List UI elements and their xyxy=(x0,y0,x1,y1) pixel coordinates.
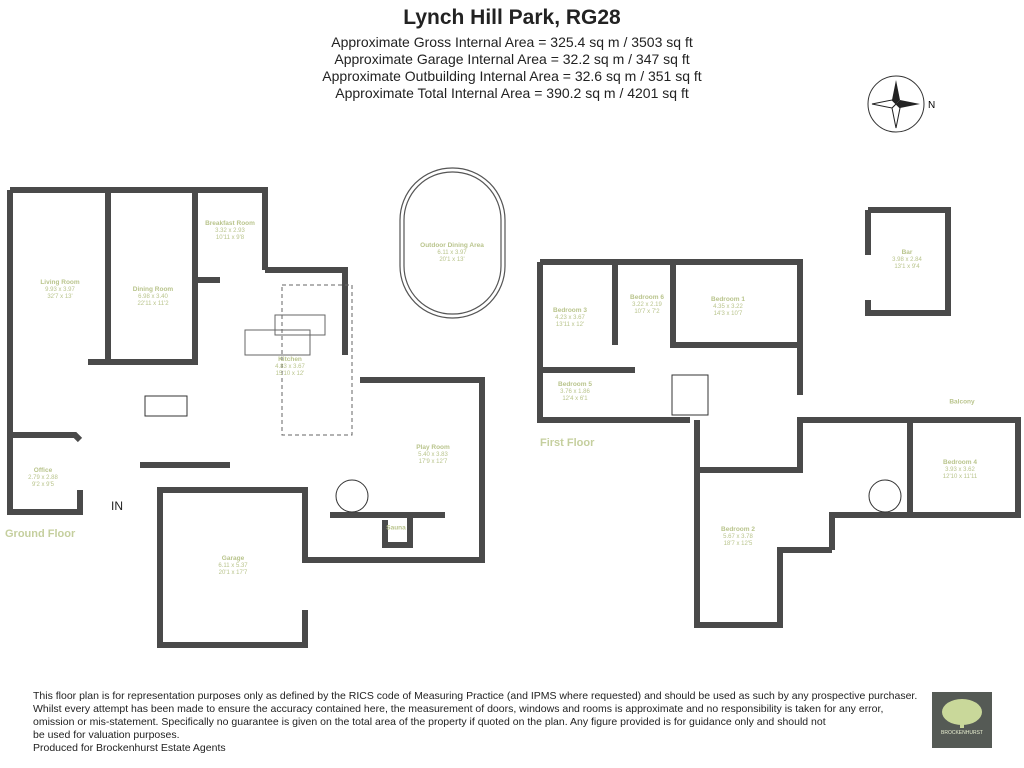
room-name: Garage xyxy=(221,554,245,562)
disclaimer-line: be used for valuation purposes. xyxy=(33,729,180,741)
room-name: Outdoor Dining Area xyxy=(420,241,484,249)
disclaimer-line: Whilst every attempt has been made to en… xyxy=(33,703,884,715)
room-imperial: 17'9 x 12'7 xyxy=(418,458,448,465)
kitchen-island xyxy=(244,284,353,436)
plan-title: Lynch Hill Park, RG28 xyxy=(403,6,621,29)
room-imperial: 9'2 x 9'5 xyxy=(32,481,54,488)
room-imperial: 22'11 x 11'2 xyxy=(137,300,169,307)
room-imperial: 18'7 x 12'5 xyxy=(723,540,753,547)
room-imperial: 32'7 x 13' xyxy=(47,293,73,300)
room-name: Breakfast Room xyxy=(205,219,255,227)
room-metric: 3.32 x 2.93 xyxy=(215,227,245,234)
room-metric: 5.40 x 3.83 xyxy=(418,451,448,458)
brockenhurst-logo: BROCKENHURST xyxy=(932,692,992,748)
room-imperial: 13'11 x 12' xyxy=(555,321,585,328)
room-name: Play Room xyxy=(416,443,450,451)
room-name: Bedroom 1 xyxy=(711,295,745,303)
room-name: Bedroom 4 xyxy=(943,458,977,466)
total-area: Approximate Total Internal Area = 390.2 … xyxy=(335,85,689,101)
compass-label: N xyxy=(928,100,935,111)
room-name: Dining Room xyxy=(132,285,174,293)
room-name: Office xyxy=(33,466,53,474)
compass-icon xyxy=(867,75,925,133)
room-name: Bar xyxy=(901,248,913,256)
room-imperial: 20'1 x 17'7 xyxy=(218,569,248,576)
garage-area: Approximate Garage Internal Area = 32.2 … xyxy=(334,51,690,67)
room-imperial: 12'4 x 6'1 xyxy=(562,395,588,402)
room-metric: 6.11 x 5.37 xyxy=(218,562,248,569)
room-balcony: Balcony xyxy=(949,398,974,406)
room-imperial: 13'1 x 9'4 xyxy=(894,263,920,270)
room-metric: 4.35 x 3.22 xyxy=(713,303,743,310)
room-metric: 4.83 x 3.67 xyxy=(275,363,305,370)
room-metric: 6.11 x 3.97 xyxy=(437,249,467,256)
room-name: Bedroom 2 xyxy=(721,525,755,533)
tree-icon xyxy=(942,699,982,728)
room-imperial: 10'11 x 9'8 xyxy=(215,234,245,241)
room-name: Bedroom 5 xyxy=(558,380,592,388)
outdoor-dining-outline xyxy=(399,167,506,319)
producer-credit: Produced for Brockenhurst Estate Agents xyxy=(33,742,226,754)
disclaimer: This floor plan is for representation pu… xyxy=(33,690,933,755)
room-imperial: 12'10 x 11'11 xyxy=(942,473,978,480)
room-imperial: 15'10 x 12' xyxy=(275,370,305,377)
room-metric: 6.98 x 3.40 xyxy=(138,293,168,300)
room-metric: 5.67 x 3.78 xyxy=(723,533,753,540)
outbuilding-area: Approximate Outbuilding Internal Area = … xyxy=(322,68,702,84)
entrance-label: IN xyxy=(111,499,123,513)
room-name: Bedroom 6 xyxy=(630,293,664,301)
ground-floor-label: Ground Floor xyxy=(5,528,76,540)
room-metric: 2.79 x 2.88 xyxy=(28,474,58,481)
room-metric: 3.22 x 2.19 xyxy=(632,301,662,308)
disclaimer-line: omission or mis-statement. Specifically … xyxy=(33,716,826,728)
first-floor-label: First Floor xyxy=(540,437,595,449)
room-name: Living Room xyxy=(40,278,80,286)
disclaimer-line: This floor plan is for representation pu… xyxy=(33,690,918,702)
staircases xyxy=(144,374,902,513)
room-imperial: 20'1 x 13' xyxy=(439,256,465,263)
room-name: Balcony xyxy=(949,398,975,406)
room-metric: 3.98 x 2.84 xyxy=(892,256,922,263)
room-name: Bedroom 3 xyxy=(553,306,587,314)
room-metric: 3.93 x 3.62 xyxy=(945,466,975,473)
walls xyxy=(7,187,1021,648)
room-imperial: 10'7 x 7'2 xyxy=(634,308,660,315)
logo-text: BROCKENHURST xyxy=(941,730,983,736)
gross-area: Approximate Gross Internal Area = 325.4 … xyxy=(331,34,693,50)
room-imperial: 14'3 x 10'7 xyxy=(713,310,743,317)
room-metric: 3.76 x 1.86 xyxy=(560,388,590,395)
room-metric: 4.23 x 3.67 xyxy=(555,314,585,321)
room-sauna: Sauna xyxy=(386,524,406,532)
room-name: Kitchen xyxy=(278,355,302,363)
room-metric: 9.93 x 3.97 xyxy=(45,286,75,293)
room-name: Sauna xyxy=(386,524,406,532)
